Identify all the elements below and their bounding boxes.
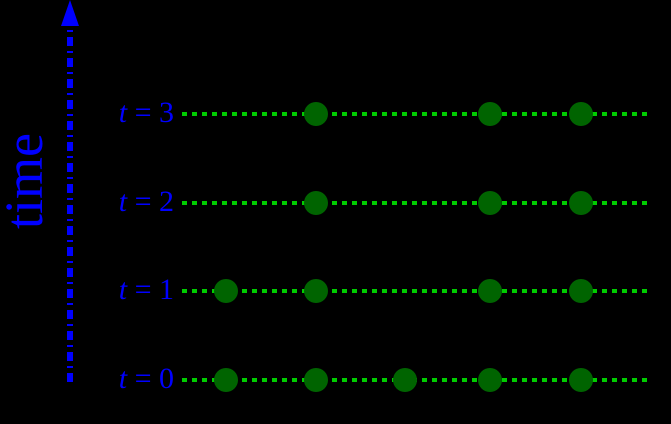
timeline-row: t = 1 xyxy=(0,270,671,310)
row-label-equals: = xyxy=(127,185,159,218)
timeline-row: t = 0 xyxy=(0,359,671,399)
row-label-value: 0 xyxy=(159,362,174,395)
timeline-line-t2 xyxy=(182,201,648,205)
row-label-t0: t = 0 xyxy=(96,359,174,399)
row-label-value: 3 xyxy=(159,96,174,129)
timeline-row: t = 2 xyxy=(0,182,671,222)
row-label-t1: t = 1 xyxy=(96,270,174,310)
timeline-node[interactable] xyxy=(304,102,328,126)
timeline-node[interactable] xyxy=(478,368,502,392)
timeline-node[interactable] xyxy=(478,279,502,303)
timeline-line-t3 xyxy=(182,112,648,116)
timeline-node[interactable] xyxy=(304,279,328,303)
row-label-value: 1 xyxy=(159,273,174,306)
row-label-t3: t = 3 xyxy=(96,93,174,133)
timeline-row: t = 3 xyxy=(0,93,671,133)
timeline-node[interactable] xyxy=(214,368,238,392)
timeline-node[interactable] xyxy=(393,368,417,392)
timeline-node[interactable] xyxy=(569,191,593,215)
row-label-t2: t = 2 xyxy=(96,182,174,222)
row-label-equals: = xyxy=(127,96,159,129)
timeline-node[interactable] xyxy=(214,279,238,303)
timeline-node[interactable] xyxy=(304,191,328,215)
row-label-equals: = xyxy=(127,273,159,306)
row-label-variable: t xyxy=(118,273,128,306)
timeline-line-t1 xyxy=(182,289,648,293)
row-label-variable: t xyxy=(118,185,128,218)
time-axis-label: time xyxy=(0,133,54,229)
timeline-node[interactable] xyxy=(478,102,502,126)
timeline-node[interactable] xyxy=(569,102,593,126)
row-label-equals: = xyxy=(127,362,159,395)
row-label-variable: t xyxy=(118,362,128,395)
timeline-node[interactable] xyxy=(569,368,593,392)
time-axis-arrowhead xyxy=(61,0,79,26)
timeline-node[interactable] xyxy=(304,368,328,392)
timeline-node[interactable] xyxy=(478,191,502,215)
timeline-node[interactable] xyxy=(569,279,593,303)
row-label-value: 2 xyxy=(159,185,174,218)
row-label-variable: t xyxy=(118,96,128,129)
